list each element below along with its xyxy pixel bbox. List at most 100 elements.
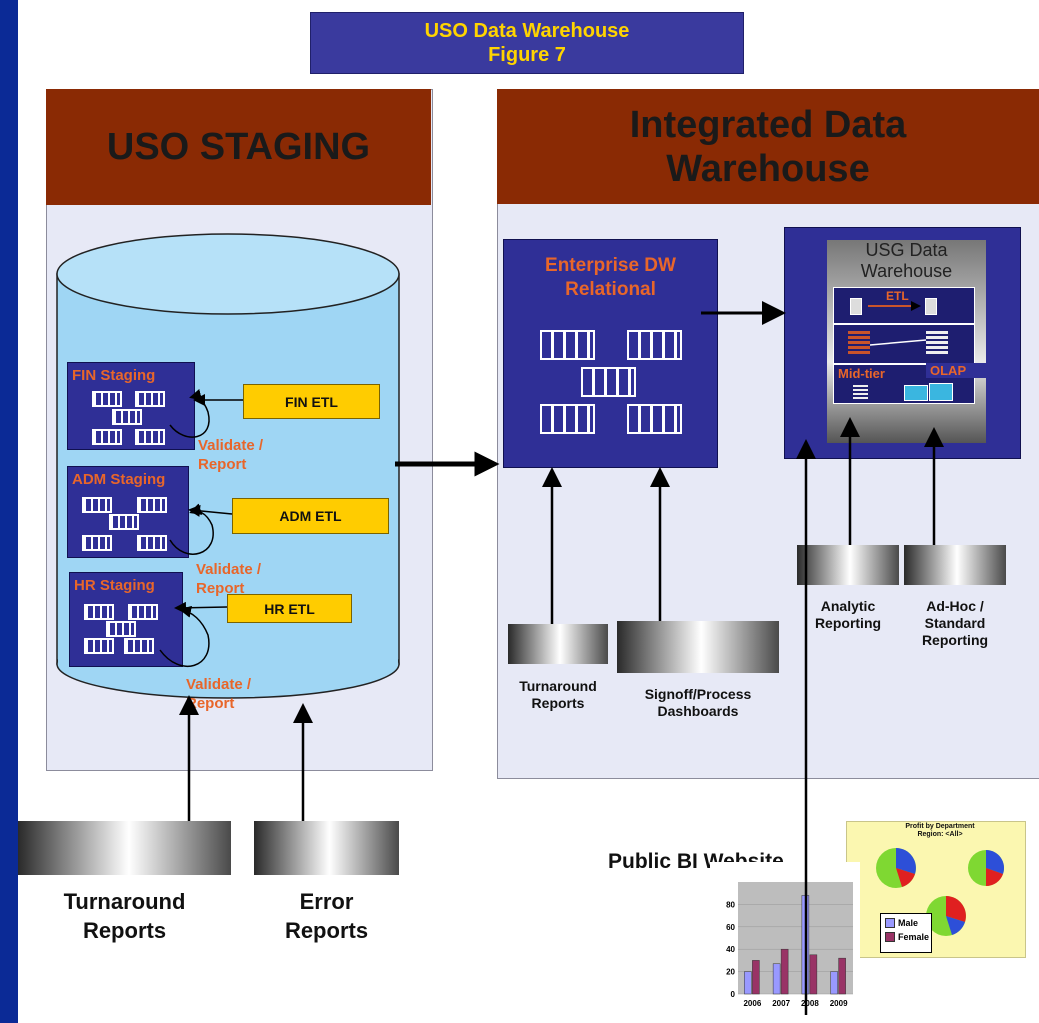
staging-table-icon xyxy=(112,409,142,425)
bar-male xyxy=(744,971,752,995)
staging-table-icon xyxy=(82,535,112,551)
adm-staging-title: ADM Staging xyxy=(72,471,166,488)
fin-staging-title: FIN Staging xyxy=(72,367,156,384)
warehouse-header: Integrated Data Warehouse xyxy=(497,89,1039,204)
adhoc-label-1: Ad-Hoc / xyxy=(926,598,984,614)
enterprise-table-icon-2 xyxy=(627,330,682,360)
adhoc-label-3: Reporting xyxy=(921,632,989,648)
loop-fin xyxy=(169,389,210,438)
bar-xtick-label: 2009 xyxy=(830,999,848,1008)
turnaround-report-box-bottom xyxy=(18,821,231,875)
bar-female xyxy=(809,954,818,995)
hr-etl-box: HR ETL xyxy=(227,594,352,623)
signoff-label-1: Signoff/Process xyxy=(644,686,752,702)
title-line-2: Figure 7 xyxy=(488,44,566,66)
usg-server-icon-1 xyxy=(850,298,862,315)
turnaround-label-dw-1: Turnaround xyxy=(519,678,597,694)
bar-ytick-label: 80 xyxy=(726,900,735,909)
bar-female xyxy=(838,957,846,995)
analytic-label-2: Reporting xyxy=(814,615,882,631)
bar-male xyxy=(830,971,838,995)
loop-hr xyxy=(159,605,210,667)
fin-validate-label: Validate / Report xyxy=(198,437,264,473)
staging-table-icon xyxy=(124,638,154,654)
pie-thumbnail-title-2: Region: <All> xyxy=(917,831,963,838)
warehouse-heading-2: Warehouse xyxy=(666,147,870,190)
bar-xtick-label: 2007 xyxy=(772,999,790,1008)
turnaround-label-bottom-1: Turnaround xyxy=(63,889,186,914)
legend-swatch xyxy=(885,932,895,942)
enterprise-dw-box: Enterprise DW Relational xyxy=(503,239,718,468)
enterprise-table-icon-3 xyxy=(581,367,636,397)
legend-swatch xyxy=(885,918,895,928)
error-label-bottom-1: Error xyxy=(299,889,354,914)
staging-header: USO STAGING xyxy=(46,89,431,205)
usg-grid-icon-2 xyxy=(926,330,948,354)
bar-ytick-label: 40 xyxy=(726,945,735,954)
usg-dw-line-1: USG Data xyxy=(865,240,948,260)
staging-table-icon xyxy=(137,535,167,551)
bar-xtick-label: 2008 xyxy=(801,999,819,1008)
analytic-label-1: Analytic xyxy=(820,598,876,614)
usg-olap-label: OLAP xyxy=(926,363,990,378)
enterprise-table-icon-1 xyxy=(540,330,595,360)
diagram-title: USO Data Warehouse Figure 7 xyxy=(310,12,744,74)
bar-male xyxy=(772,963,781,995)
pie-thumbnail-title: Profit by Department Region: <All> xyxy=(900,823,980,839)
signoff-report-box xyxy=(617,621,779,673)
staging-table-icon xyxy=(84,604,114,620)
bar-legend-item: Male xyxy=(885,918,931,928)
staging-table-icon xyxy=(92,429,122,445)
staging-heading: USO STAGING xyxy=(106,125,371,168)
analytic-report-box xyxy=(797,545,899,585)
pie-2 xyxy=(968,850,1005,886)
legend-label: Female xyxy=(898,932,930,942)
warehouse-heading-1: Integrated Data xyxy=(629,103,907,146)
bar-ytick-label: 60 xyxy=(726,923,735,932)
bar-ytick-label: 0 xyxy=(731,990,736,999)
fin-staging-box: FIN Staging xyxy=(67,362,195,450)
enterprise-table-icon-4 xyxy=(540,404,595,434)
staging-table-icon xyxy=(128,604,158,620)
staging-table-icon xyxy=(92,391,122,407)
usg-cube-icon-1 xyxy=(904,385,928,401)
fin-etl-box: FIN ETL xyxy=(243,384,380,419)
adhoc-label-2: Standard xyxy=(924,615,986,631)
hr-staging-title: HR Staging xyxy=(74,577,155,594)
enterprise-dw-line-2: Relational xyxy=(565,279,656,300)
usg-midtier-label: Mid-tier xyxy=(838,366,885,381)
analytic-label: Analytic Reporting xyxy=(797,598,899,632)
error-label-bottom-2: Reports xyxy=(284,918,369,943)
staging-table-icon xyxy=(135,391,165,407)
loop-adm xyxy=(169,503,214,555)
usg-cube-icon-2 xyxy=(929,383,953,401)
staging-table-icon xyxy=(84,638,114,654)
enterprise-dw-title: Enterprise DW Relational xyxy=(504,254,717,302)
error-label-bottom: Error Reports xyxy=(254,887,399,945)
bar-female xyxy=(780,948,789,995)
bar-ytick-label: 20 xyxy=(726,968,735,977)
adhoc-report-box xyxy=(904,545,1006,585)
adm-validate-label: Validate / Report xyxy=(196,561,262,597)
bar-female xyxy=(752,960,760,995)
adhoc-label: Ad-Hoc / Standard Reporting xyxy=(904,598,1006,649)
adm-etl-box: ADM ETL xyxy=(232,498,389,534)
staging-table-icon xyxy=(82,497,112,513)
bar-legend-item: Female xyxy=(885,932,931,942)
usg-server-icon-2 xyxy=(925,298,937,315)
usg-grid-icon-1 xyxy=(848,330,870,354)
staging-table-icon xyxy=(109,514,139,530)
enterprise-dw-line-1: Enterprise DW xyxy=(545,255,676,276)
enterprise-table-icon-5 xyxy=(627,404,682,434)
title-line-1: USO Data Warehouse xyxy=(424,20,630,42)
usg-etl-label: ETL xyxy=(886,289,909,303)
signoff-label-2: Dashboards xyxy=(657,703,739,719)
staging-table-icon xyxy=(135,429,165,445)
turnaround-label-dw-2: Reports xyxy=(531,695,585,711)
usg-cube-link xyxy=(869,339,927,346)
error-report-box-bottom xyxy=(254,821,399,875)
staging-table-icon xyxy=(106,621,136,637)
arrow-hr-etl xyxy=(174,601,228,614)
